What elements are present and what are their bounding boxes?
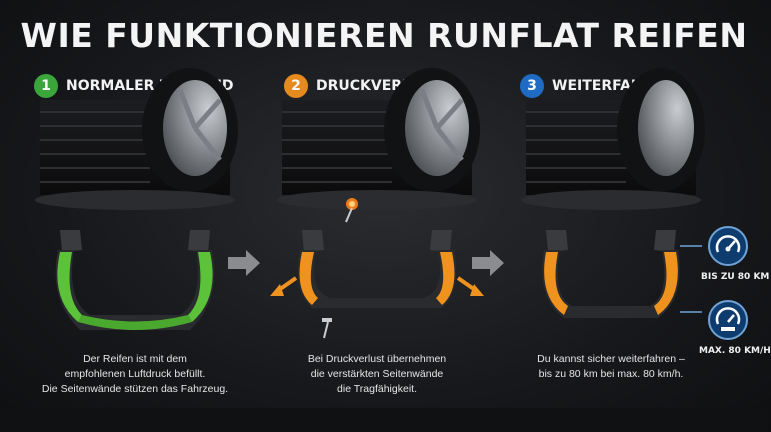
tire-cross-section-runflat bbox=[542, 230, 702, 318]
caption-line: empfohlenen Luftdruck befüllt. bbox=[64, 368, 206, 380]
caption-line: bis zu 80 km bei max. 80 km/h. bbox=[538, 368, 684, 380]
arrow-right-icon bbox=[472, 250, 504, 276]
distance-badge-label: BIS ZU 80 KM bbox=[701, 272, 770, 282]
sidewall-right-green bbox=[188, 252, 213, 322]
caption-line: Die Seitenwände stützen das Fahrzeug. bbox=[41, 383, 229, 395]
speed-badge-label: MAX. 80 KM/H bbox=[699, 346, 771, 356]
wheel-normal bbox=[35, 68, 238, 210]
nail-icon bbox=[345, 207, 353, 223]
panel-normal-illustration bbox=[35, 68, 238, 330]
wheel-pressure-loss bbox=[277, 68, 480, 223]
sidewall-left-orange bbox=[544, 252, 568, 315]
caption-step-3: Du kannst sicher weiterfahren – bis zu 8… bbox=[496, 352, 726, 382]
sidewall-right-orange bbox=[436, 252, 455, 305]
step-3-number: 3 bbox=[520, 74, 544, 98]
wheel-continue bbox=[521, 68, 705, 210]
sidewall-left-green bbox=[57, 252, 82, 322]
sidewall-left-orange bbox=[299, 252, 318, 305]
step-1-number: 1 bbox=[34, 74, 58, 98]
panel-pressure-loss-illustration bbox=[270, 68, 484, 339]
panel-continue-driving-illustration bbox=[521, 68, 705, 318]
tire-cross-section-normal bbox=[55, 230, 215, 330]
caption-step-1: Der Reifen ist mit dem empfohlenen Luftd… bbox=[20, 352, 250, 397]
speed-limit-icon bbox=[715, 307, 741, 331]
caption-line: Bei Druckverlust übernehmen bbox=[307, 353, 447, 365]
tire-cross-section-deflated bbox=[270, 230, 484, 339]
sidewall-right-orange bbox=[654, 252, 678, 315]
speed-limit-badge bbox=[708, 300, 748, 340]
speedometer-badge bbox=[708, 226, 748, 266]
nail-below-icon bbox=[323, 321, 329, 339]
caption-step-2: Bei Druckverlust übernehmen die verstärk… bbox=[262, 352, 492, 397]
footer-bar bbox=[0, 408, 768, 432]
caption-line: Der Reifen ist mit dem bbox=[83, 353, 187, 365]
caption-line: die Tragfähigkeit. bbox=[337, 383, 417, 395]
speedometer-icon bbox=[715, 235, 741, 253]
caption-line: die verstärkten Seitenwände bbox=[310, 368, 444, 380]
arrow-right-icon bbox=[228, 250, 260, 276]
caption-line: Du kannst sicher weiterfahren – bbox=[537, 353, 685, 365]
step-2-number: 2 bbox=[284, 74, 308, 98]
page-title: WIE FUNKTIONIEREN RUNFLAT REIFEN bbox=[20, 16, 748, 55]
